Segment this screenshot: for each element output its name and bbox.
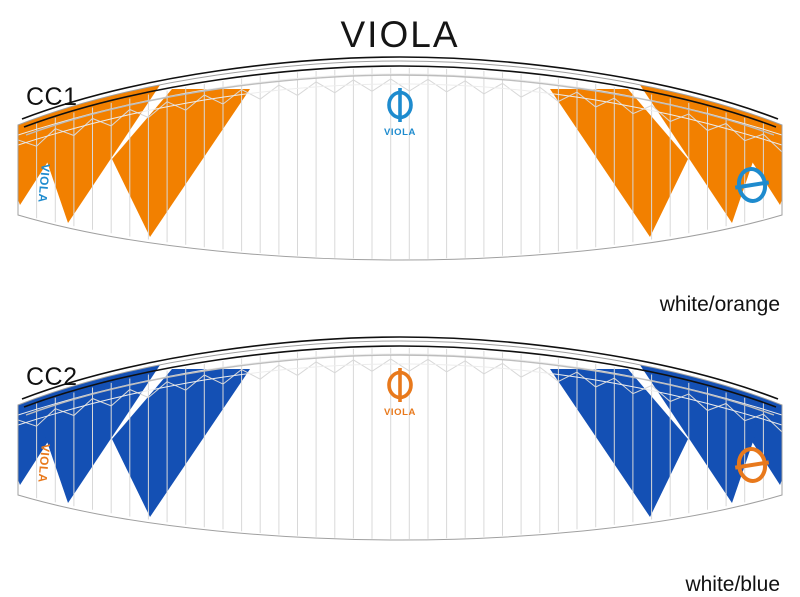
- canopy-body-cc2: [17, 336, 783, 541]
- phi-symbol-icon: [387, 368, 413, 402]
- wing-svg-cc1: VIOLA VIOLA: [17, 56, 783, 261]
- colorway-label-cc2: white/blue: [685, 573, 780, 596]
- wing-diagram-cc1: CC1 white/orange: [0, 55, 800, 316]
- leading-edge-line-inner-cc2: [23, 345, 777, 408]
- canopy-outline-cc2: [17, 340, 783, 541]
- tip-logo-cc1: [734, 167, 770, 203]
- phi-symbol-icon: [387, 88, 413, 122]
- tip-logo-cc2: [734, 447, 770, 483]
- wing-diagram-cc2: CC2 white/blue: [0, 335, 800, 596]
- zigzag-seam: [18, 358, 782, 433]
- page-title: VIOLA: [340, 14, 460, 55]
- tip-wordmark-cc1: VIOLA: [35, 163, 52, 203]
- center-logo-cc1: VIOLA: [384, 88, 416, 138]
- stripes-right-cc1: [550, 73, 782, 237]
- wing-canvas-cc2: VIOLA VIOLA: [0, 335, 800, 565]
- phi-symbol-icon: [734, 167, 770, 203]
- chord-seam-2: [18, 363, 782, 426]
- center-logo-cc2: VIOLA: [384, 368, 416, 418]
- center-logo-wordmark-cc2: VIOLA: [384, 407, 416, 418]
- wing-svg-cc2: VIOLA VIOLA: [17, 336, 783, 541]
- phi-symbol-icon: [734, 447, 770, 483]
- leading-edge-line-inner-cc1: [23, 65, 777, 128]
- wing-label-cc2: CC2: [26, 363, 78, 391]
- viola-colorway-sheet: VIOLA CC1 white/orange: [0, 14, 800, 596]
- zigzag-seam: [18, 78, 782, 153]
- leading-edge-line-outer-cc1: [21, 56, 779, 120]
- leading-edge-line-outer-cc2: [21, 336, 779, 400]
- wing-label-cc1: CC1: [26, 83, 78, 111]
- tip-wordmark-cc2: VIOLA: [35, 443, 52, 483]
- leading-edge-shade-cc2: [25, 354, 775, 416]
- leading-edge-shade-cc1: [25, 74, 775, 136]
- chord-seam-2: [18, 83, 782, 146]
- canopy-outline-cc1: [17, 60, 783, 261]
- center-logo-wordmark-cc1: VIOLA: [384, 127, 416, 138]
- wing-canvas-cc1: VIOLA VIOLA: [0, 55, 800, 285]
- canopy-body-cc1: [17, 56, 783, 261]
- cell-ribs-cc2: [18, 348, 782, 539]
- colorway-label-cc1: white/orange: [659, 293, 780, 316]
